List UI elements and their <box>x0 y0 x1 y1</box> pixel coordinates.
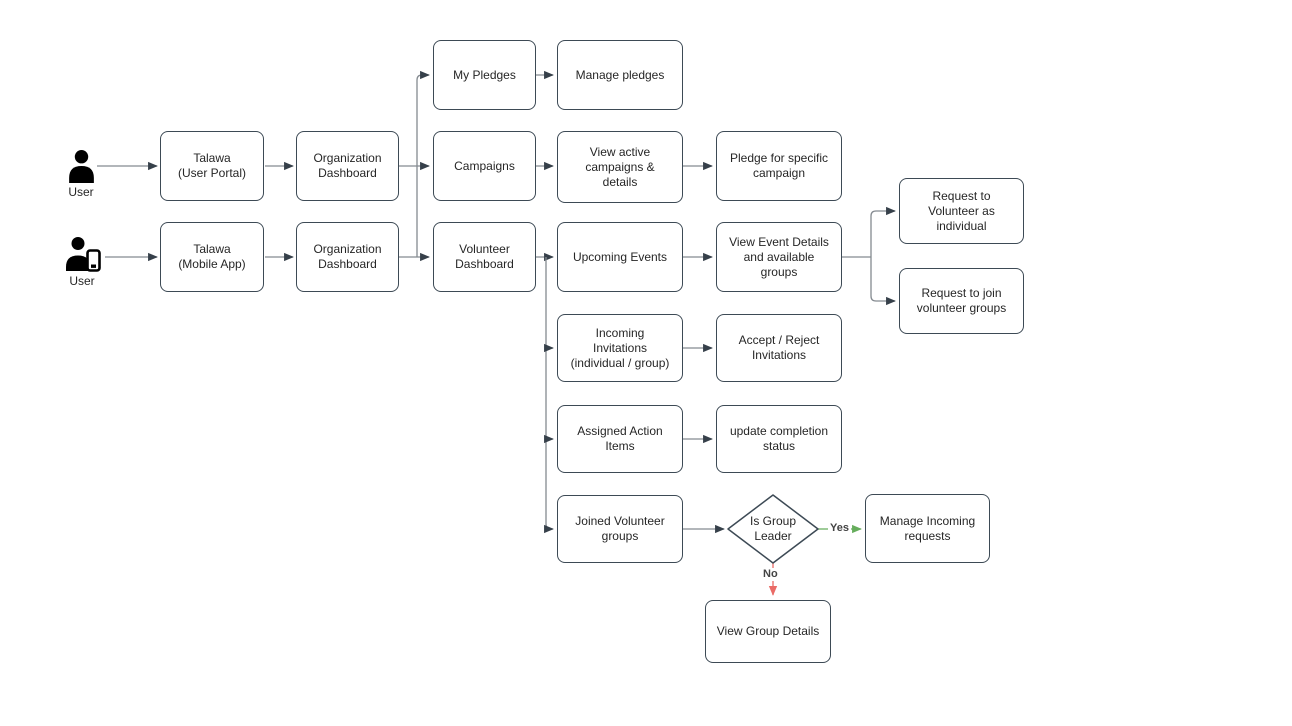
node-organization-dashboard: Organization Dashboard <box>296 131 399 201</box>
node-manage-pledges: Manage pledges <box>557 40 683 110</box>
node-view-group-details: View Group Details <box>705 600 831 663</box>
node-label: Organization Dashboard <box>313 151 382 180</box>
node-organization-dashboard-mobile: Organization Dashboard <box>296 222 399 292</box>
node-label: Talawa (User Portal) <box>177 151 246 180</box>
actor-label: User <box>68 185 94 199</box>
edge-volunteer-to-joined-groups <box>544 257 554 534</box>
person-mobile-icon <box>65 237 101 272</box>
node-accept-reject-invitations: Accept / Reject Invitations <box>716 314 842 382</box>
node-view-event-details: View Event Details and available groups <box>716 222 842 292</box>
node-request-volunteer-individual: Request to Volunteer as individual <box>899 178 1024 244</box>
edge-label-no: No <box>761 568 780 581</box>
node-label: My Pledges <box>453 67 516 82</box>
actor-user-portal: User <box>59 150 103 199</box>
edge-to-request-join <box>870 257 896 306</box>
connectors <box>97 70 896 596</box>
node-assigned-action-items: Assigned Action Items <box>557 405 683 473</box>
node-label: View active campaigns & details <box>585 144 655 189</box>
node-upcoming-events: Upcoming Events <box>557 222 683 292</box>
person-icon <box>68 150 94 183</box>
node-label: Manage pledges <box>575 67 665 82</box>
node-label: View Group Details <box>716 624 820 638</box>
node-label: Talawa (Mobile App) <box>178 242 246 271</box>
decision-is-group-leader: Is Group Leader <box>725 503 821 555</box>
node-campaigns: Campaigns <box>433 131 536 201</box>
decision-diamond-shape <box>727 494 819 564</box>
node-talawa-user-portal: Talawa (User Portal) <box>160 131 264 201</box>
node-pledge-for-specific-campaign: Pledge for specific campaign <box>716 131 842 201</box>
actor-label: User <box>69 274 95 288</box>
node-label: Pledge for specific campaign <box>729 151 829 180</box>
node-label: View Event Details and available groups <box>729 234 829 279</box>
edge-to-request-individual <box>870 206 896 257</box>
node-label: Request to Volunteer as individual <box>928 188 995 233</box>
node-label: Volunteer Dashboard <box>455 242 514 271</box>
node-joined-volunteer-groups: Joined Volunteer groups <box>557 495 683 563</box>
node-label: Organization Dashboard <box>313 242 382 271</box>
node-label: Upcoming Events <box>572 249 668 264</box>
node-volunteer-dashboard: Volunteer Dashboard <box>433 222 536 292</box>
node-update-completion-status: update completion status <box>716 405 842 473</box>
node-label: Accept / Reject Invitations <box>738 333 820 362</box>
edge-label-yes: Yes <box>828 522 851 535</box>
node-request-join-volunteer-groups: Request to join volunteer groups <box>899 268 1024 334</box>
node-label: Assigned Action Items <box>577 424 663 453</box>
node-talawa-mobile-app: Talawa (Mobile App) <box>160 222 264 292</box>
node-label: Request to join volunteer groups <box>916 286 1007 315</box>
node-my-pledges: My Pledges <box>433 40 536 110</box>
decision-label: Is Group Leader <box>749 514 797 543</box>
edge-orgdash-to-my-pledges <box>416 70 430 166</box>
node-incoming-invitations: Incoming Invitations (individual / group… <box>557 314 683 382</box>
node-manage-incoming-requests: Manage Incoming requests <box>865 494 990 563</box>
node-label: Campaigns <box>454 158 515 173</box>
node-view-active-campaigns: View active campaigns & details <box>557 131 683 203</box>
node-label: Manage Incoming requests <box>879 513 976 543</box>
node-label: Incoming Invitations (individual / group… <box>570 325 670 370</box>
node-label: Joined Volunteer groups <box>575 514 665 543</box>
node-label: update completion status <box>729 424 829 453</box>
actor-user-mobile: User <box>59 237 105 288</box>
